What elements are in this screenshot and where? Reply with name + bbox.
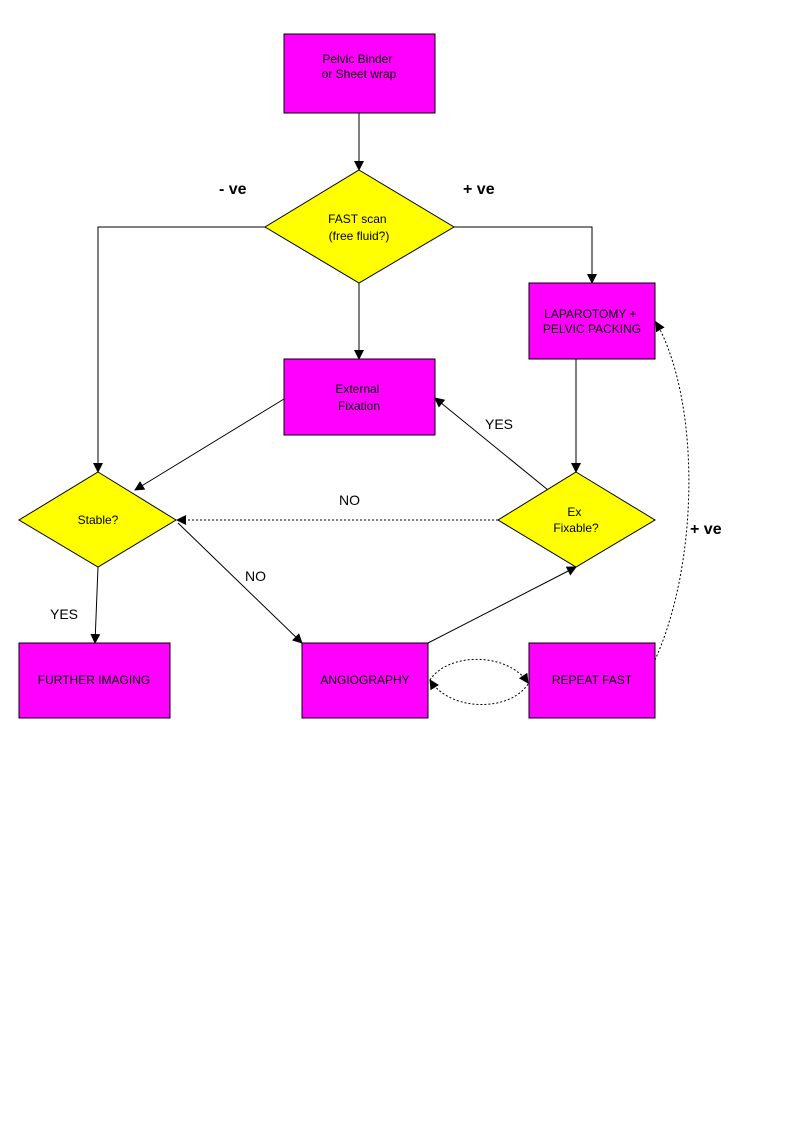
svg-text:Stable?: Stable? bbox=[78, 513, 119, 527]
edge-repeat-fast-to-laparotomy bbox=[654, 321, 690, 661]
edge-stable-to-angiography bbox=[177, 522, 303, 644]
repeat-fast-label: REPEAT FAST bbox=[552, 673, 633, 687]
label-repeat-positive: + ve bbox=[690, 521, 722, 538]
decision-diamond bbox=[497, 471, 656, 568]
node-stable: Stable? bbox=[18, 471, 177, 568]
edge-fast-to-laparotomy bbox=[454, 226, 597, 284]
stable-line-1: Stable? bbox=[78, 513, 119, 527]
label-exfix-no: NO bbox=[339, 492, 360, 508]
edge-exfixable-to-external-fixation bbox=[434, 397, 549, 491]
further-imaging-label: FURTHER IMAGING bbox=[38, 673, 150, 687]
svg-text:External Fixation: External Fixation bbox=[335, 382, 382, 413]
process-box bbox=[18, 642, 171, 719]
node-pelvic-binder: Pelvic Binder or Sheet wrap bbox=[283, 33, 436, 114]
pelvic-binder-line-2: or Sheet wrap bbox=[322, 67, 397, 81]
process-box bbox=[301, 642, 429, 719]
label-fast-positive: + ve bbox=[463, 181, 495, 198]
edge-repeat-fast-to-angiography bbox=[429, 679, 529, 705]
node-fast-scan: FAST scan (free fluid?) bbox=[264, 169, 455, 284]
laparotomy-line-2: PELVIC PACKING bbox=[543, 322, 641, 336]
decision-diamond bbox=[18, 471, 177, 568]
svg-text:REPEAT FAST: REPEAT FAST bbox=[552, 673, 633, 687]
node-repeat-fast: REPEAT FAST bbox=[528, 642, 656, 719]
process-box bbox=[528, 642, 656, 719]
ex-fixable-line-2: Fixable? bbox=[553, 521, 599, 535]
edges bbox=[90, 113, 690, 705]
node-further-imaging: FURTHER IMAGING bbox=[18, 642, 171, 719]
label-stable-no: NO bbox=[245, 568, 266, 584]
ex-fixable-line-1: Ex bbox=[567, 505, 581, 519]
node-angiography: ANGIOGRAPHY bbox=[301, 642, 429, 719]
label-exfix-yes: YES bbox=[485, 416, 513, 432]
pelvic-binder-line-1: Pelvic Binder bbox=[322, 52, 392, 66]
decision-diamond bbox=[264, 169, 455, 284]
svg-text:FURTHER IMAGING: FURTHER IMAGING bbox=[38, 673, 150, 687]
edge-fast-to-stable bbox=[93, 226, 265, 473]
process-box bbox=[283, 33, 436, 114]
node-ex-fixable: Ex Fixable? bbox=[497, 471, 656, 568]
svg-text:Ex Fixable?: Ex Fixable? bbox=[553, 505, 599, 535]
external-fixation-line-2: Fixation bbox=[338, 399, 380, 413]
edge-angiography-to-repeat-fast bbox=[429, 658, 529, 684]
angiography-label: ANGIOGRAPHY bbox=[320, 673, 409, 687]
edge-angiography-to-exfixable bbox=[427, 566, 577, 644]
process-box bbox=[283, 358, 436, 436]
fast-scan-line-1: FAST scan bbox=[328, 212, 386, 226]
label-stable-yes: YES bbox=[50, 606, 78, 622]
node-external-fixation: External Fixation bbox=[283, 358, 436, 436]
edge-external-fixation-to-stable bbox=[134, 398, 285, 491]
node-laparotomy: LAPAROTOMY + PELVIC PACKING bbox=[528, 282, 656, 360]
process-box bbox=[528, 282, 656, 360]
laparotomy-line-1: LAPAROTOMY + bbox=[544, 307, 636, 321]
external-fixation-line-1: External bbox=[335, 382, 379, 396]
edge-stable-to-further-imaging bbox=[90, 566, 101, 644]
svg-text:FAST scan (free fluid?): FAST scan (free fluid?) bbox=[328, 212, 390, 243]
svg-text:ANGIOGRAPHY: ANGIOGRAPHY bbox=[320, 673, 409, 687]
svg-text:LAPAROTOMY + PELVIC PACK: LAPAROTOMY + PELVIC PACKING bbox=[543, 307, 641, 336]
fast-scan-line-2: (free fluid?) bbox=[329, 229, 390, 243]
label-fast-negative: - ve bbox=[219, 181, 247, 198]
svg-text:Pelvic Binder or Sheet w: Pelvic Binder or Sheet wrap bbox=[322, 52, 397, 81]
edge-labels: - ve + ve YES NO NO YES + ve bbox=[50, 181, 722, 622]
